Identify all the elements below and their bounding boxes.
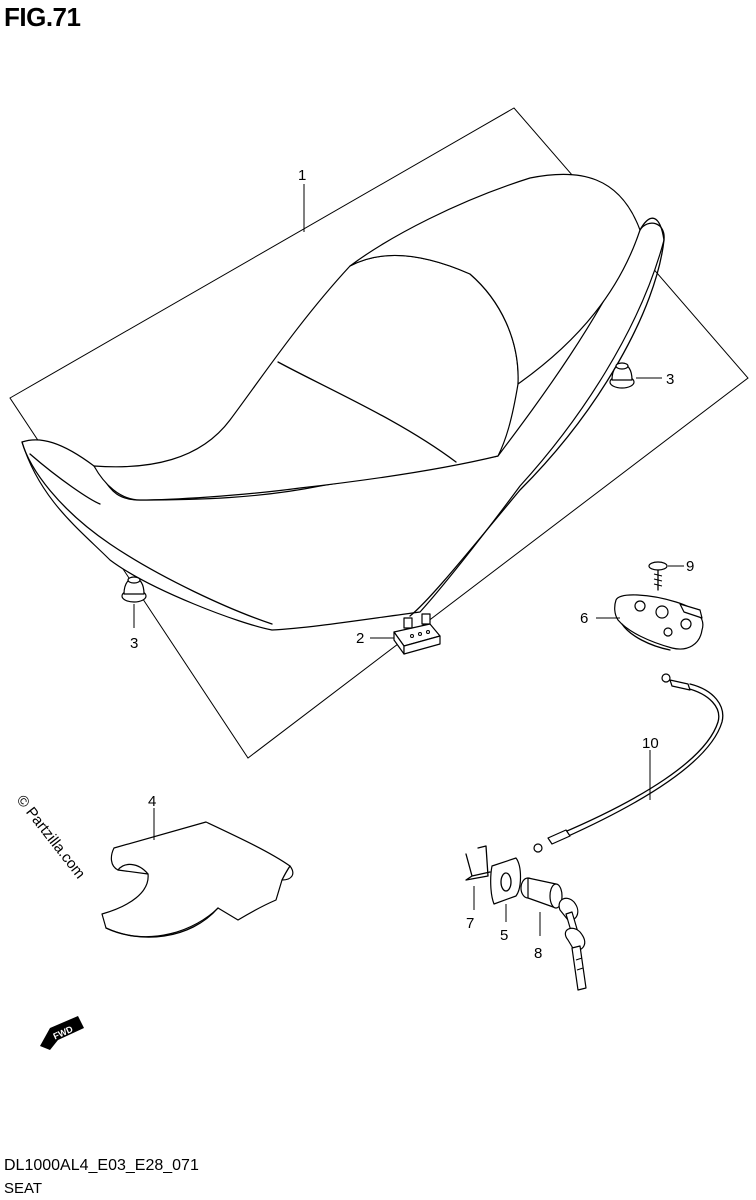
callout-3a: 3	[666, 371, 674, 388]
tray-part[interactable]	[101, 821, 294, 938]
callout-9: 9	[686, 558, 694, 575]
forward-arrow-icon: FWD	[40, 1016, 84, 1050]
watermark-text: © Partzilla.com	[13, 792, 89, 882]
callout-10: 10	[642, 735, 659, 752]
callout-6: 5	[500, 927, 508, 944]
plate-part[interactable]	[490, 857, 522, 905]
callout-2: 2	[356, 630, 364, 647]
assembly-outline	[9, 107, 749, 759]
section-name: SEAT	[4, 1180, 43, 1197]
figure-title: FIG.71	[4, 2, 81, 32]
callout-3b: 3	[130, 635, 138, 652]
lock-set-part[interactable]	[520, 877, 587, 991]
latch-part[interactable]	[614, 594, 704, 651]
callout-5: 6	[580, 610, 588, 627]
bracket-part[interactable]	[393, 613, 441, 655]
callout-8: 7	[466, 915, 474, 932]
seat-part[interactable]	[21, 173, 665, 631]
callout-4: 4	[148, 793, 156, 810]
cushion-right-part[interactable]	[609, 362, 635, 389]
screw-part[interactable]	[648, 561, 668, 591]
cushion-left-part[interactable]	[121, 576, 147, 603]
callout-7: 8	[534, 945, 542, 962]
clip-part[interactable]	[465, 845, 491, 881]
callout-1: 1	[298, 167, 306, 184]
cable-part[interactable]	[533, 673, 724, 853]
model-code: DL1000AL4_E03_E28_071	[4, 1157, 199, 1174]
